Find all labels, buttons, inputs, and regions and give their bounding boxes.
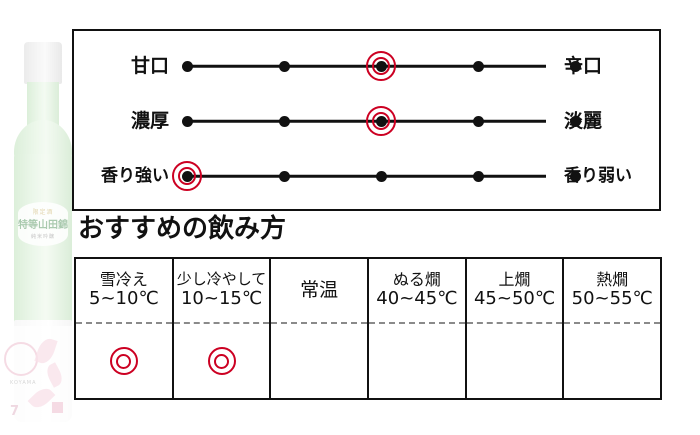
temp-selection-cell <box>369 324 465 398</box>
temp-name: 常温 <box>300 279 339 302</box>
temp-range: 45~50℃ <box>473 288 556 310</box>
temp-divider <box>76 322 172 324</box>
temp-column-jouon[interactable]: 常温 <box>271 259 370 398</box>
bottle-cap <box>24 42 62 84</box>
petal-icon <box>34 336 58 366</box>
temp-header: 常温 <box>271 259 367 322</box>
temp-name: 熱燗 <box>596 269 629 289</box>
bottle-label-line3: 純米吟醸 <box>30 234 55 240</box>
temp-selection-cell <box>76 324 172 398</box>
bottle-label-upper: 限定酒 特等山田錦 純米吟醸 <box>18 202 68 246</box>
temp-selection-cell <box>174 324 270 398</box>
bottle-label-lower <box>8 326 72 422</box>
temp-range: 50~55℃ <box>571 288 653 310</box>
bottle-seal-circle <box>4 342 38 376</box>
axis-dot-5[interactable] <box>569 115 581 127</box>
temp-name: ぬる燗 <box>392 269 441 289</box>
temp-selection-cell <box>564 324 660 398</box>
bottle-label-number: 7 <box>10 404 20 419</box>
taste-chart-panel: 甘口 辛口 濃厚 淡麗 香り強い <box>72 29 661 211</box>
temp-column-yukibie[interactable]: 雪冷え 5~10℃ <box>76 259 174 398</box>
axis-dot-3[interactable] <box>375 170 387 182</box>
axis-line <box>187 174 546 178</box>
axis-dot-5[interactable] <box>569 170 581 182</box>
temp-header: ぬる燗 40~45℃ <box>369 259 465 322</box>
axis-dot-4[interactable] <box>472 170 484 182</box>
taste-right-label-2: 香り弱い <box>564 165 632 186</box>
temp-selection-cell <box>271 324 367 398</box>
taste-selected-marker-1 <box>366 106 396 136</box>
bottle-neck <box>27 82 59 126</box>
taste-row-aroma: 香り強い 香り弱い <box>74 149 659 203</box>
bottle-label-line1: 限定酒 <box>32 209 54 216</box>
axis-dot-4[interactable] <box>472 115 484 127</box>
temp-name: 雪冷え <box>99 269 148 289</box>
temp-divider <box>173 322 270 324</box>
taste-axis-1[interactable] <box>178 104 581 138</box>
axis-dot-1[interactable] <box>181 115 193 127</box>
axis-dot-2[interactable] <box>278 170 290 182</box>
bottle-label-line2: 特等山田錦 <box>18 220 68 231</box>
bottle-label-text: KOYAMA <box>10 380 37 386</box>
temp-column-sukoshi-hiyashite[interactable]: 少し冷やして 10~15℃ <box>173 259 272 398</box>
axis-dot-2[interactable] <box>278 60 290 72</box>
axis-dot-1[interactable] <box>181 60 193 72</box>
axis-dot-4[interactable] <box>472 60 484 72</box>
bottle-shoulder <box>14 120 72 160</box>
selected-mark-icon <box>207 347 236 375</box>
taste-row-rich-light: 濃厚 淡麗 <box>74 94 659 148</box>
temp-header: 少し冷やして 10~15℃ <box>174 259 270 322</box>
temp-divider <box>466 322 563 324</box>
selected-mark-icon <box>109 347 138 375</box>
temp-range: 40~45℃ <box>376 288 458 310</box>
petal-icon <box>43 362 66 388</box>
taste-left-label-1: 濃厚 <box>130 109 169 132</box>
petal-icon <box>27 384 56 412</box>
bottle-body-lower <box>14 320 72 422</box>
taste-left-label-2: 香り強い <box>101 165 169 186</box>
bottle-body <box>14 154 72 422</box>
taste-axis-2[interactable] <box>172 159 581 193</box>
temp-column-atsukan[interactable]: 熱燗 50~55℃ <box>564 259 661 398</box>
temp-range: 10~15℃ <box>180 287 263 309</box>
axis-dot-5[interactable] <box>569 60 581 72</box>
temp-name: 少し冷やして <box>176 270 267 289</box>
temp-range: 5~10℃ <box>89 288 159 310</box>
taste-left-label-0: 甘口 <box>130 54 169 77</box>
temp-column-nurukan[interactable]: ぬる燗 40~45℃ <box>369 259 467 398</box>
temp-column-joukan[interactable]: 上燗 45~50℃ <box>466 259 565 398</box>
temp-header: 上燗 45~50℃ <box>467 259 563 322</box>
axis-dot-2[interactable] <box>278 115 290 127</box>
serving-temperature-table: 雪冷え 5~10℃ 少し冷やして 10~15℃ 常温 ぬる燗 40~45℃ <box>74 257 662 400</box>
temp-divider <box>369 322 465 324</box>
temp-header: 雪冷え 5~10℃ <box>76 259 172 322</box>
bottle-seal-square <box>52 402 63 413</box>
taste-selected-marker-2 <box>172 161 202 191</box>
temp-selection-cell <box>467 324 563 398</box>
sake-bottle-image: 限定酒 特等山田錦 純米吟醸 KOYAMA 7 <box>4 42 80 432</box>
taste-selected-marker-0 <box>366 51 396 81</box>
temp-name: 上燗 <box>498 269 531 289</box>
temp-divider <box>564 322 661 324</box>
recommend-heading: おすすめの飲み方 <box>78 214 287 244</box>
taste-axis-0[interactable] <box>178 49 581 83</box>
temp-header: 熱燗 50~55℃ <box>564 259 660 322</box>
temp-divider <box>271 322 368 324</box>
taste-row-sweet-dry: 甘口 辛口 <box>74 39 659 93</box>
